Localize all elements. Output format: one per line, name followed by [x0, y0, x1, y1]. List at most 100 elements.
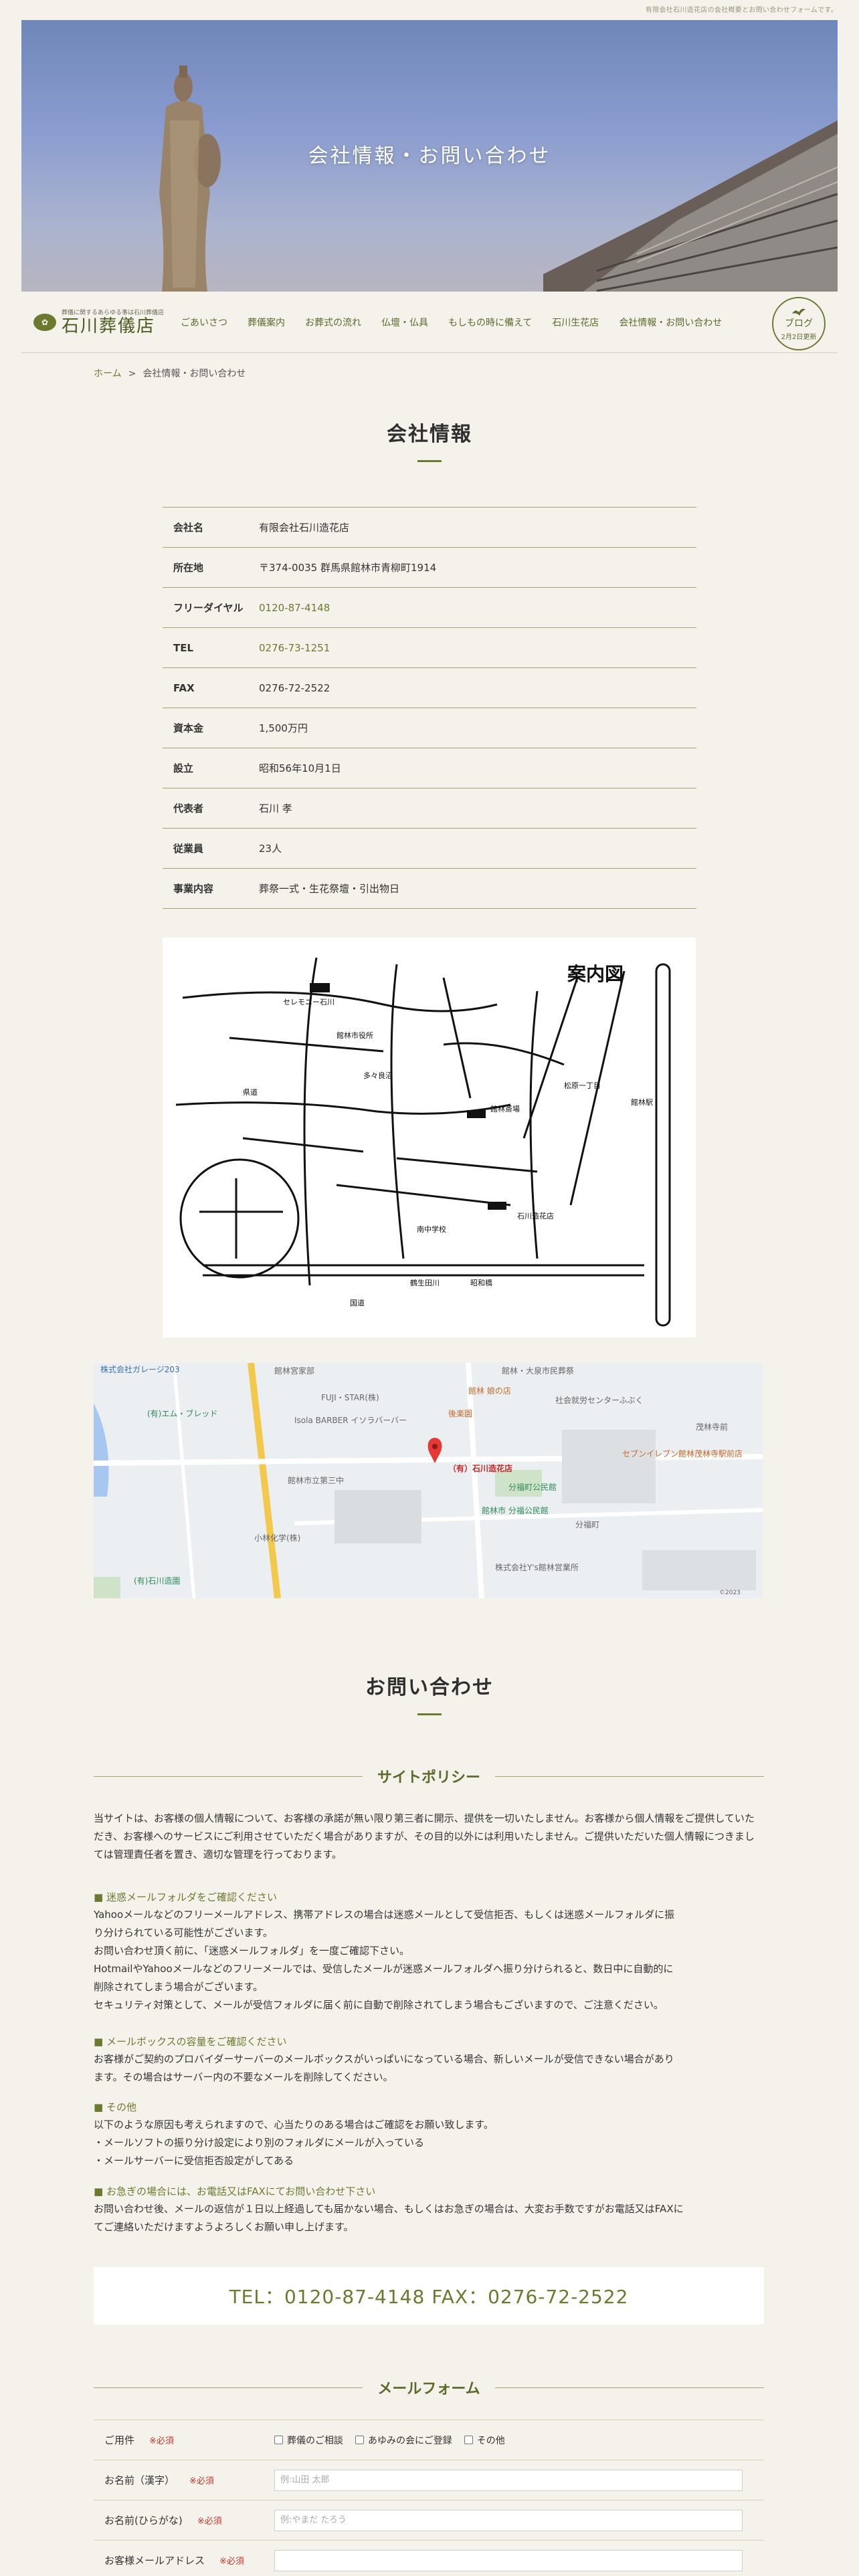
checkbox[interactable] [464, 2436, 473, 2444]
map-place: セブンイレブン館林茂林寺駅前店 [622, 1448, 743, 1459]
nav-item-greeting[interactable]: ごあいさつ [181, 317, 227, 328]
map-place: 館林市立第三中 [288, 1475, 344, 1485]
required-mark: ※必須 [149, 2436, 174, 2446]
map-label: 館林市役所 [337, 1031, 373, 1040]
guide-map-drawing: 案内図 セレモニー石川 館林市役所 石川造花店 館林斎場 南中学校 昭和橋 多々… [175, 957, 671, 1327]
map-place: 分福町公民館 [508, 1482, 557, 1492]
breadcrumb-home[interactable]: ホーム [94, 368, 122, 379]
google-map[interactable]: 株式会社ガレージ203 館林宮家部 館林・大泉市民葬祭 FUJI・STAR(株)… [94, 1363, 763, 1598]
nav-items: ごあいさつ 葬儀案内 お葬式の流れ 仏壇・仏具 もしもの時に備えて 石川生花店 … [181, 316, 742, 329]
blog-button[interactable]: ブログ 2月2日更新 [772, 297, 826, 350]
map-pin-label: （有）石川造花店 [448, 1463, 512, 1473]
map-place: 館林 娘の店 [468, 1386, 511, 1396]
table-row: 代表者石川 孝 [163, 788, 696, 829]
map-label: 県道 [243, 1087, 258, 1097]
map-place: (有)石川造園 [134, 1576, 180, 1586]
notice-line: 以下のような原因も考えられますので、心当たりのある場合はご確認をお願い致します。 [94, 2119, 494, 2131]
notice-line: ます。その場合はサーバー内の不要なメールを削除してください。 [94, 2071, 393, 2083]
option-other[interactable]: その他 [464, 2434, 505, 2447]
notice-line: ・メールサーバーに受信拒否設定がしてある [94, 2155, 294, 2167]
google-map-tiles: 株式会社ガレージ203 館林宮家部 館林・大泉市民葬祭 FUJI・STAR(株)… [94, 1363, 763, 1598]
logo-tagline: 葬儀に関するあらゆる事は石川葬儀店 [62, 310, 165, 316]
option-ayumi-register[interactable]: あゆみの会にご登録 [355, 2434, 452, 2447]
guide-map: 案内図 セレモニー石川 館林市役所 石川造花店 館林斎場 南中学校 昭和橋 多々… [163, 938, 696, 1337]
nav-item-funeral-flow[interactable]: お葬式の流れ [305, 317, 361, 328]
inquiry-label: ご用件 [104, 2434, 135, 2446]
checkbox[interactable] [355, 2436, 364, 2444]
table-row: フリーダイヤル 0120-87-4148 [163, 588, 696, 628]
map-place: FUJI・STAR(株) [321, 1392, 379, 1402]
breadcrumb-separator: > [128, 368, 136, 379]
row-key: 所在地 [173, 562, 204, 574]
map-building-marker [310, 983, 330, 992]
notice-line: り分けられている可能性がございます。 [94, 1927, 274, 1939]
notice-line: HotmailやYahooメールなどのフリーメールでは、受信したメールが迷惑メー… [94, 1963, 674, 1975]
row-value: 23人 [259, 843, 282, 855]
phone-fax-box: TEL：0120-87-4148 FAX：0276-72-2522 [94, 2267, 764, 2325]
notice-text: お客様がご契約のプロバイダーサーバーのメールボックスがいっぱいになっている場合、… [94, 2050, 764, 2086]
map-label: 昭和橋 [470, 1278, 492, 1287]
notice-heading: ■ その他 [94, 2101, 136, 2113]
global-nav: ✿ 葬儀に関するあらゆる事は石川葬儀店 石川葬儀店 ごあいさつ 葬儀案内 お葬式… [21, 292, 838, 353]
name-input[interactable] [274, 2469, 743, 2491]
nav-item-funeral-guide[interactable]: 葬儀案内 [248, 317, 285, 328]
map-building-marker [467, 1110, 486, 1118]
map-place: 館林宮家部 [274, 1366, 314, 1376]
map-pin-icon[interactable] [427, 1438, 442, 1463]
title-rule [417, 460, 442, 462]
notice-line: お問い合わせ頂く前に、「迷惑メールフォルダ」を一度ご確認下さい。 [94, 1945, 410, 1957]
map-label: 多々良沼 [363, 1071, 393, 1080]
nav-item-butsudan[interactable]: 仏壇・仏具 [381, 317, 428, 328]
map-place: 小林化学(株) [254, 1533, 300, 1543]
email-input[interactable] [274, 2549, 743, 2571]
row-key: フリーダイヤル [173, 602, 244, 614]
nav-item-flower-shop[interactable]: 石川生花店 [552, 317, 599, 328]
row-value: 1,500万円 [259, 722, 308, 734]
option-funeral-consult[interactable]: 葬儀のご相談 [274, 2434, 343, 2447]
policy-title: サイトポリシー [377, 1769, 481, 1786]
title-rule [417, 1713, 442, 1715]
lotus-logo-icon: ✿ [33, 313, 56, 331]
bird-icon [792, 308, 805, 316]
mailform-title: メールフォーム [377, 2381, 480, 2397]
notice-text: お問い合わせ後、メールの返信が１日以上経過しても届かない場合、もしくはお急ぎの場… [94, 2200, 764, 2236]
checkbox[interactable] [274, 2436, 283, 2444]
map-label: 国道 [350, 1298, 365, 1307]
map-place: 館林・大泉市民葬祭 [502, 1366, 574, 1376]
row-key: TEL [173, 641, 194, 654]
notice-line: 削除されてしまう場合がございます。 [94, 1981, 264, 1993]
tel-link[interactable]: 0276-73-1251 [259, 641, 330, 654]
map-place: 館林市 分福公民館 [482, 1505, 549, 1515]
breadcrumb-current: 会社情報・お問い合わせ [142, 368, 246, 379]
kana-input[interactable] [274, 2509, 743, 2531]
row-value: 葬祭一式・生花祭壇・引出物日 [259, 883, 400, 895]
map-label: 松原一丁目 [564, 1081, 601, 1090]
table-row: 従業員 23人 [163, 829, 696, 869]
row-key: FAX [173, 681, 195, 694]
row-value: 〒374-0035 群馬県館林市青柳町1914 [259, 562, 437, 574]
row-key: 事業内容 [173, 883, 214, 895]
notice-heading: ■ 迷惑メールフォルダをご確認ください [94, 1891, 277, 1903]
inquiry-row: ご用件 ※必須 葬儀のご相談 あゆみの会にご登録 その他 [94, 2420, 764, 2460]
nav-item-company-contact[interactable]: 会社情報・お問い合わせ [619, 317, 723, 328]
freedial-link[interactable]: 0120-87-4148 [259, 601, 330, 614]
table-row: 所在地 〒374-0035 群馬県館林市青柳町1914 [163, 548, 696, 588]
email-row: お客様メールアドレス※必須 [94, 2540, 764, 2576]
notice-line: お問い合わせ後、メールの返信が１日以上経過しても届かない場合、もしくはお急ぎの場… [94, 2203, 684, 2215]
row-key: 会社名 [173, 522, 204, 534]
company-info-table: 会社名有限会社石川造花店 所在地〒374-0035 群馬県館林市青柳町1914 … [163, 507, 696, 909]
row-key: 従業員 [173, 843, 204, 855]
map-place: 茂林寺前 [696, 1422, 728, 1432]
map-label: 南中学校 [417, 1224, 446, 1234]
breadcrumb: ホーム > 会社情報・お問い合わせ [94, 366, 246, 380]
map-place: 社会就労センターふぶく [555, 1395, 644, 1405]
nav-item-preparation[interactable]: もしもの時に備えて [448, 317, 533, 328]
policy-text: 当サイトは、お客様の個人情報について、お客様の承諾が無い限り第三者に開示、提供を… [94, 1812, 755, 1860]
site-logo[interactable]: ✿ 葬儀に関するあらゆる事は石川葬儀店 石川葬儀店 [33, 308, 167, 336]
table-row: 事業内容 葬祭一式・生花祭壇・引出物日 [163, 869, 696, 909]
contact-section-title: お問い合わせ [365, 1676, 494, 1699]
map-copyright: ©2023 [719, 1590, 741, 1596]
notice-line: てご連絡いただけますようよろしくお願い申し上げます。 [94, 2221, 354, 2233]
